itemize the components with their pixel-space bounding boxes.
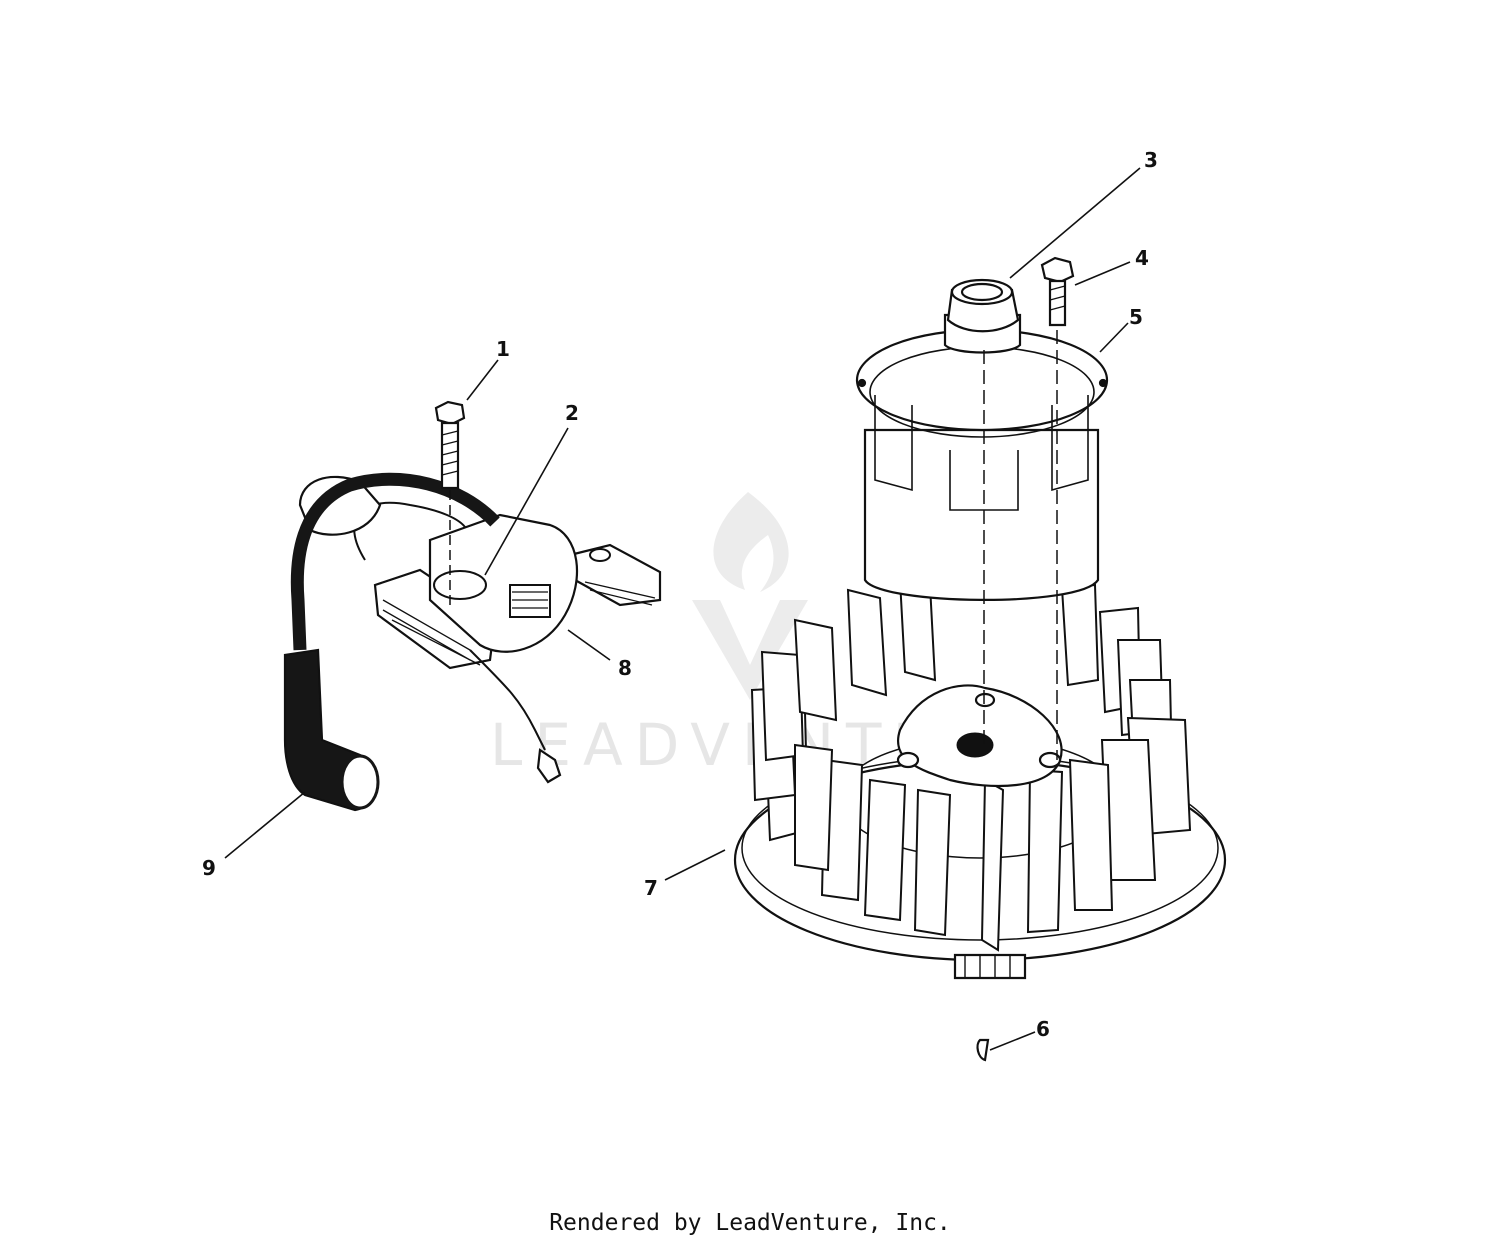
callout-8: 8 [618,656,632,680]
callout-1: 1 [496,337,510,361]
leader-7 [664,849,726,881]
flywheel-assembly [733,256,1227,1062]
leader-8 [567,629,611,661]
footer-credit: Rendered by LeadVenture, Inc. [549,1210,951,1236]
leader-lines [224,167,1141,1051]
callout-5: 5 [1129,305,1143,329]
leader-9 [224,791,306,859]
leader-3 [1009,167,1141,279]
ground-lead [469,649,546,751]
callouts: 1 2 3 4 5 6 7 8 9 [202,148,1158,1041]
ground-terminal [536,748,562,784]
coil-lamination-left [373,568,497,670]
starter-cup-body [863,428,1100,601]
leader-2 [484,427,569,576]
callout-7: 7 [644,876,658,900]
cup-bolt-shank [1048,279,1067,327]
callout-2: 2 [565,401,579,425]
cup-bolt-head [1040,256,1075,284]
callout-6: 6 [1036,1017,1050,1041]
callout-4: 4 [1135,246,1149,270]
spark-plug-boot-rear [298,475,382,536]
leader-5 [1099,322,1129,353]
leader-4 [1074,261,1131,286]
callout-9: 9 [202,856,216,880]
coil-bolt-head [434,400,466,426]
high-tension-lead [290,472,500,651]
flywheel-key [976,1038,990,1062]
watermark-v-icon [692,600,808,700]
watermark-flame-icon [713,492,789,592]
leader-6 [989,1031,1036,1051]
ignition-coil-assembly [283,400,662,812]
leader-1 [466,359,499,401]
flywheel-magnet [953,953,1027,980]
callout-3: 3 [1144,148,1158,172]
